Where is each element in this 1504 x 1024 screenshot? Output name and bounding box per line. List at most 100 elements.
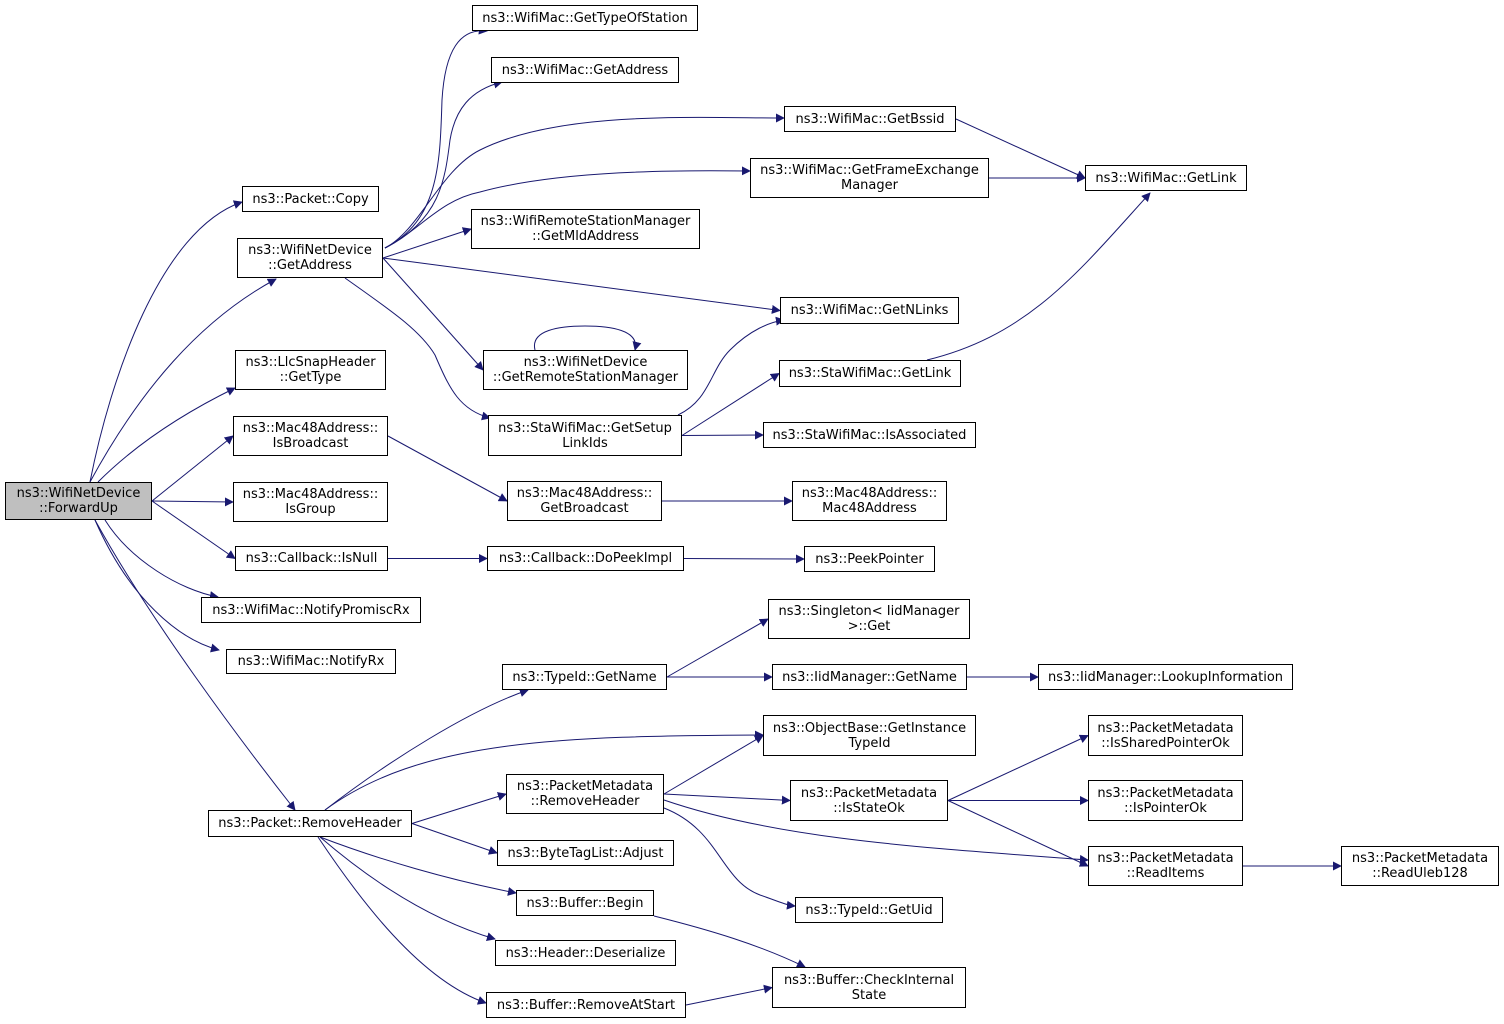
edge-getsetuplinkids-to-sta-getlink (681, 373, 780, 436)
node-buffer-begin[interactable]: ns3::Buffer::Begin (516, 890, 654, 916)
node-buffer-removeatstart[interactable]: ns3::Buffer::RemoveAtStart (486, 992, 686, 1018)
node-label-line: ns3::IidManager::GetName (782, 669, 957, 685)
node-getbssid[interactable]: ns3::WifiMac::GetBssid (784, 106, 956, 132)
node-label-line: ns3::PacketMetadata (1097, 851, 1234, 866)
node-callback-isnull[interactable]: ns3::Callback::IsNull (235, 546, 388, 571)
edge-forwardup-to-mac48-isgroup (151, 497, 234, 507)
node-isassociated[interactable]: ns3::StaWifiMac::IsAssociated (763, 422, 976, 448)
node-label-line: ns3::TypeId::GetUid (805, 902, 933, 918)
edge-removeheader-to-pm-removeheader (411, 792, 507, 824)
node-label-line: ns3::WifiMac::GetAddress (501, 62, 669, 78)
node-llcsnap-gettype[interactable]: ns3::LlcSnapHeader::GetType (235, 350, 386, 390)
edge-removeheader-to-buffer-removeatstart (317, 836, 487, 1005)
node-getbroadcast[interactable]: ns3::Mac48Address::GetBroadcast (507, 481, 662, 521)
node-label-line: ::GetMldAddress (532, 229, 639, 244)
node-label-line: ::ReadItems (1126, 866, 1205, 881)
node-notifypromiscrx[interactable]: ns3::WifiMac::NotifyPromiscRx (201, 597, 421, 623)
edge-netdev-getaddress-to-mac-getaddress (384, 79, 503, 249)
edge-forwardup-to-callback-isnull (151, 500, 236, 560)
node-mac48-isbroadcast[interactable]: ns3::Mac48Address::IsBroadcast (233, 416, 388, 456)
node-label-line: ns3::WifiRemoteStationManager (480, 214, 691, 229)
node-getnlinks[interactable]: ns3::WifiMac::GetNLinks (780, 297, 959, 324)
node-label-line: ns3::StaWifiMac::IsAssociated (772, 427, 967, 443)
node-dopeekimpl[interactable]: ns3::Callback::DoPeekImpl (487, 546, 684, 571)
node-notifyrx[interactable]: ns3::WifiMac::NotifyRx (226, 649, 396, 674)
node-getrsm[interactable]: ns3::WifiNetDevice::GetRemoteStationMana… (483, 350, 688, 390)
edge-forwardup-to-llcsnap-gettype (97, 387, 236, 483)
node-sta-getlink[interactable]: ns3::StaWifiMac::GetLink (779, 360, 961, 387)
node-pm-readuleb[interactable]: ns3::PacketMetadata::ReadUleb128 (1341, 846, 1499, 886)
node-label-line: State (851, 987, 887, 1003)
node-mac-getaddress[interactable]: ns3::WifiMac::GetAddress (491, 57, 679, 83)
edge-pm-removeheader-to-getinstancetypeid (663, 735, 764, 795)
node-label-line: ns3::Mac48Address:: (242, 487, 379, 502)
node-pm-removeheader[interactable]: ns3::PacketMetadata::RemoveHeader (506, 774, 664, 814)
node-iid-getname[interactable]: ns3::IidManager::GetName (772, 664, 967, 690)
edge-forwardup-to-notifypromiscrx (104, 519, 219, 600)
edge-sta-getlink-to-getlink (926, 192, 1151, 361)
edge-pm-isstateok-to-pm-issharedptr (947, 734, 1089, 801)
node-label-line: ns3::StaWifiMac::GetSetup (498, 420, 672, 436)
node-label-line: ::IsStateOk (833, 800, 905, 816)
edge-pm-removeheader-to-pm-readitems (663, 799, 1089, 864)
node-lookupinfo[interactable]: ns3::IidManager::LookupInformation (1038, 664, 1293, 690)
node-label-line: ns3::WifiMac::NotifyRx (237, 654, 385, 669)
edge-netdev-getaddress-to-getrsm (382, 257, 484, 371)
node-typeid-getuid[interactable]: ns3::TypeId::GetUid (795, 897, 943, 923)
node-typeid-getname[interactable]: ns3::TypeId::GetName (502, 664, 667, 690)
node-label-line: ns3::WifiMac::GetTypeOfStation (482, 10, 688, 26)
node-label-line: ::ReadUleb128 (1372, 866, 1468, 881)
edge-forwardup-to-mac48-isbroadcast (151, 435, 234, 502)
node-header-deserialize[interactable]: ns3::Header::Deserialize (495, 940, 676, 966)
node-label-line: ns3::Callback::DoPeekImpl (498, 551, 673, 566)
edge-netdev-getaddress-to-getmldaddress (382, 227, 472, 259)
node-label-line: ::RemoveHeader (530, 794, 640, 809)
node-pm-issharedptr[interactable]: ns3::PacketMetadata::IsSharedPointerOk (1088, 715, 1243, 756)
node-label-line: TypeId (848, 735, 891, 751)
node-packet-copy[interactable]: ns3::Packet::Copy (242, 186, 379, 212)
node-peekpointer[interactable]: ns3::PeekPointer (804, 546, 935, 572)
node-label-line: ns3::Mac48Address:: (801, 486, 938, 501)
edge-removeheader-to-header-deserialize (319, 836, 496, 942)
node-singleton-get[interactable]: ns3::Singleton< IidManager>::Get (768, 599, 970, 639)
edge-removeheader-to-bytetaglist-adjust (411, 823, 498, 855)
node-gettypeofstation[interactable]: ns3::WifiMac::GetTypeOfStation (472, 5, 698, 31)
node-pm-ispointerok[interactable]: ns3::PacketMetadata::IsPointerOk (1088, 780, 1243, 821)
node-label-line: ns3::PacketMetadata (1097, 785, 1234, 801)
edge-typeid-getname-to-singleton-get (666, 618, 769, 678)
edge-removeheader-to-getinstancetypeid (324, 730, 764, 811)
edge-forwardup-to-removeheader (94, 519, 296, 811)
node-pm-readitems[interactable]: ns3::PacketMetadata::ReadItems (1088, 846, 1243, 886)
node-label-line: ns3::Buffer::CheckInternal (783, 972, 955, 988)
node-label-line: ns3::WifiMac::GetLink (1095, 170, 1237, 186)
node-label-line: ns3::PeekPointer (815, 551, 924, 567)
edge-getrsm-to-getrsm (534, 325, 642, 351)
node-label-line: IsBroadcast (272, 436, 349, 451)
edge-netdev-getaddress-to-gettypeofstation (384, 25, 488, 249)
node-bytetaglist-adjust[interactable]: ns3::ByteTagList::Adjust (497, 840, 674, 866)
node-getmldaddress[interactable]: ns3::WifiRemoteStationManager::GetMldAdd… (471, 209, 700, 249)
node-removeheader[interactable]: ns3::Packet::RemoveHeader (208, 810, 412, 837)
edge-getbssid-to-getlink (955, 118, 1086, 179)
node-label-line: ::GetAddress (268, 258, 352, 273)
node-label-line: ns3::WifiMac::GetBssid (795, 111, 945, 127)
node-netdev-getaddress[interactable]: ns3::WifiNetDevice::GetAddress (237, 238, 383, 278)
node-label-line: ns3::Mac48Address:: (242, 421, 379, 436)
node-mac48address[interactable]: ns3::Mac48Address::Mac48Address (792, 481, 947, 521)
edge-removeheader-to-typeid-getname (324, 688, 529, 811)
node-getlink[interactable]: ns3::WifiMac::GetLink (1085, 165, 1247, 191)
node-label-line: ns3::ObjectBase::GetInstance (772, 720, 967, 736)
node-label-line: ns3::WifiMac::NotifyPromiscRx (212, 602, 410, 618)
edge-netdev-getaddress-to-getfem (384, 166, 751, 249)
node-label-line: ns3::ByteTagList::Adjust (507, 845, 664, 861)
node-label-line: ns3::Singleton< IidManager (778, 604, 960, 619)
node-mac48-isgroup[interactable]: ns3::Mac48Address::IsGroup (233, 482, 388, 522)
node-label-line: ns3::IidManager::LookupInformation (1047, 669, 1284, 685)
node-pm-isstateok[interactable]: ns3::PacketMetadata::IsStateOk (790, 780, 948, 821)
node-label-line: ::IsPointerOk (1124, 800, 1207, 816)
